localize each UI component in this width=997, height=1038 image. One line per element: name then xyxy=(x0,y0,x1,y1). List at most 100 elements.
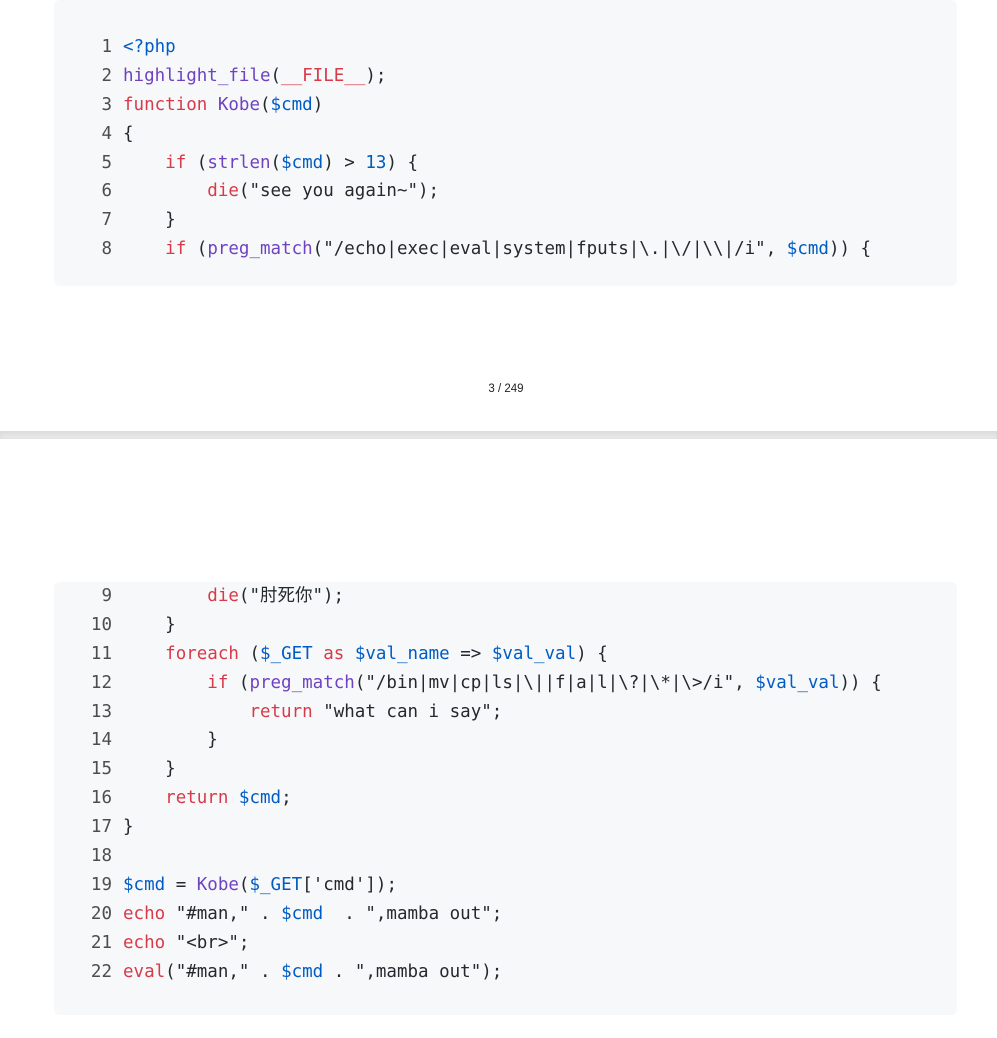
page-number: 3 / 249 xyxy=(488,383,524,395)
code-token: ("肘死你"); xyxy=(238,586,345,606)
code-token: eval xyxy=(123,961,166,982)
code-token: )) { xyxy=(828,239,872,260)
code-token xyxy=(123,239,165,259)
line-number: 6 xyxy=(101,181,112,202)
code-token: $cmd xyxy=(270,94,313,115)
code-token: ); xyxy=(365,65,387,86)
code-token: "#man," . xyxy=(165,903,282,924)
code-line: 14 } xyxy=(54,726,957,755)
code-token: { xyxy=(123,123,134,144)
code-token: echo xyxy=(123,903,166,924)
code-token xyxy=(228,788,239,808)
code-token: } xyxy=(123,817,134,838)
code-token: preg_match xyxy=(249,672,355,693)
code-block-2: 9 die("肘死你");10 }11 foreach ($_GET as $v… xyxy=(54,582,957,1015)
code-line: 18 xyxy=(54,842,957,871)
code-token: } xyxy=(123,730,218,751)
line-number: 4 xyxy=(101,123,112,144)
code-token: echo xyxy=(123,932,166,953)
code-line: 7 } xyxy=(54,206,957,235)
code-token: ("/bin|mv|cp|ls|\||f|a|l|\?|\*|\>/i", xyxy=(354,672,756,693)
line-number: 8 xyxy=(101,239,112,260)
line-number: 15 xyxy=(90,759,112,780)
pdf-page-bottom: 9 die("肘死你");10 }11 foreach ($_GET as $v… xyxy=(0,439,997,1038)
code-token xyxy=(123,181,207,201)
code-token: } xyxy=(123,210,176,231)
code-token: ['cmd']); xyxy=(302,874,397,895)
code-line: 12 if (preg_match("/bin|mv|cp|ls|\||f|a|… xyxy=(54,669,957,698)
code-token: ( xyxy=(260,94,271,115)
code-token: $_GET xyxy=(249,874,303,895)
line-number: 13 xyxy=(90,701,112,722)
code-token: die xyxy=(207,181,239,202)
code-token: if xyxy=(165,239,187,260)
code-token: Kobe xyxy=(196,874,239,895)
line-number: 5 xyxy=(101,152,112,173)
code-token: )) { xyxy=(839,672,882,693)
line-number: 22 xyxy=(90,961,112,982)
page-separator xyxy=(0,431,997,439)
code-token: . ",mamba out"; xyxy=(323,903,503,924)
code-token: highlight_file xyxy=(123,65,271,86)
line-number: 7 xyxy=(101,210,112,231)
code-token: function xyxy=(123,94,208,115)
code-token: ; xyxy=(281,788,292,809)
line-number: 17 xyxy=(90,817,112,838)
line-number: 2 xyxy=(101,65,112,86)
code-line: 8 if (preg_match("/echo|exec|eval|system… xyxy=(54,235,957,264)
code-token: 13 xyxy=(365,152,387,173)
code-token: $cmd xyxy=(123,874,166,895)
code-token: ) { xyxy=(576,643,608,664)
line-number: 20 xyxy=(90,903,112,924)
code-line: 5 if (strlen($cmd) > 13) { xyxy=(54,149,957,178)
code-token: ("/echo|exec|eval|system|fputs|\.|\/|\\|… xyxy=(312,239,787,260)
code-line: 4{ xyxy=(54,120,957,149)
code-token: "<br>"; xyxy=(165,932,250,953)
code-token: $val_val xyxy=(491,643,577,664)
code-token: ("#man," . xyxy=(165,961,282,982)
code-token: Kobe xyxy=(217,94,260,115)
code-token xyxy=(123,788,165,808)
code-token: ( xyxy=(270,152,282,173)
code-token: ( xyxy=(238,874,250,895)
code-token xyxy=(123,586,207,606)
code-line: 13 return "what can i say"; xyxy=(54,698,957,727)
code-line: 16 return $cmd; xyxy=(54,784,957,813)
code-token: $cmd xyxy=(281,152,324,173)
code-token: strlen xyxy=(207,152,271,173)
code-token: $cmd xyxy=(281,961,324,982)
line-number: 11 xyxy=(90,643,112,664)
code-token: ) xyxy=(312,94,324,115)
line-number: 12 xyxy=(90,672,112,693)
code-token xyxy=(207,95,218,115)
code-line: 19 $cmd = Kobe($_GET['cmd']); xyxy=(54,871,957,900)
code-token: return xyxy=(249,701,313,722)
code-token: ( xyxy=(228,672,250,693)
code-token: ( xyxy=(186,152,208,173)
code-line: 9 die("肘死你"); xyxy=(54,582,957,611)
line-number: 1 xyxy=(101,37,112,57)
code-token: die xyxy=(207,586,239,606)
code-token: ) { xyxy=(386,152,419,173)
line-number: 19 xyxy=(90,874,112,895)
code-token: = xyxy=(165,874,197,895)
code-token: ("see you again~"); xyxy=(238,181,440,202)
code-token: $val_name xyxy=(354,643,450,664)
line-number: 18 xyxy=(90,846,112,867)
code-token: } xyxy=(123,759,176,780)
code-token: $val_val xyxy=(755,672,840,693)
code-token: "what can i say"; xyxy=(312,701,503,722)
line-number: 3 xyxy=(101,94,112,115)
code-token: => xyxy=(449,643,492,664)
code-token: return xyxy=(165,788,229,809)
code-token xyxy=(344,644,355,664)
code-token: as xyxy=(323,643,345,664)
line-number: 14 xyxy=(90,730,112,751)
line-number: 9 xyxy=(101,586,112,606)
line-number: 16 xyxy=(90,788,112,809)
code-token: ) > xyxy=(323,152,366,173)
